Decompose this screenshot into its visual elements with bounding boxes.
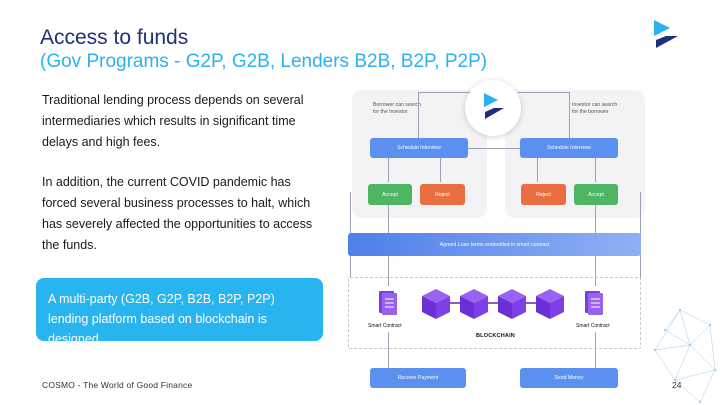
paragraph-covid: In addition, the current COVID pandemic …	[42, 175, 313, 252]
connector	[595, 256, 596, 286]
connector	[468, 148, 520, 149]
slide-subtitle: (Gov Programs - G2P, G2B, Lenders B2B, B…	[40, 51, 488, 72]
connector	[418, 92, 419, 140]
accept-left: Accept	[368, 184, 412, 205]
blockchain-label: BLOCKCHAIN	[476, 333, 515, 339]
connector	[388, 158, 389, 182]
reject-left: Reject	[420, 184, 465, 205]
smart-contract-left-icon	[379, 291, 397, 315]
cosmo-logo-icon	[654, 20, 678, 48]
smart-contract-right-label: Smart Contract	[576, 323, 610, 329]
schedule-interview-left: Schedule Interview	[370, 138, 468, 158]
connector	[569, 92, 570, 140]
network-graphic	[653, 308, 717, 404]
connector	[388, 256, 389, 286]
footer-text: COSMO - The World of Good Finance	[42, 380, 193, 390]
send-money-box: Send Money	[520, 368, 618, 388]
agreed-loan-terms-bar: Agreed Loan terms embedded in smart cont…	[348, 233, 641, 256]
connector	[595, 205, 596, 233]
connector	[440, 158, 441, 182]
reject-right: Reject	[521, 184, 566, 205]
cosmo-logo-icon	[484, 93, 504, 119]
connector	[595, 332, 596, 369]
page-number: 24	[672, 380, 682, 390]
schedule-interview-right: Schedule Interview	[520, 138, 618, 158]
slide-title: Access to funds	[40, 26, 189, 49]
connector	[518, 92, 570, 93]
smart-contract-left-label: Smart Contract	[368, 323, 402, 329]
lending-flow-diagram: Borrower can search for the Investor Inv…	[340, 80, 645, 400]
receive-payment-box: Receive Payment	[370, 368, 466, 388]
accept-right: Accept	[574, 184, 618, 205]
smart-contract-right-icon	[585, 291, 603, 315]
connector	[388, 205, 389, 233]
logo-circle	[465, 80, 521, 136]
connector	[537, 158, 538, 182]
connector	[388, 332, 389, 369]
connector	[595, 158, 596, 182]
callout-box: A multi-party (G2B, G2P, B2B, B2P, P2P) …	[36, 278, 323, 346]
investor-note: Investor can search for the borrower	[572, 102, 618, 115]
blockchain-area	[348, 277, 641, 349]
blockchain-cubes-icon	[422, 289, 564, 319]
paragraph-traditional-lending: Traditional lending process depends on s…	[42, 93, 304, 149]
borrower-note: Borrower can search for the Investor	[373, 102, 421, 115]
connector	[418, 92, 470, 93]
